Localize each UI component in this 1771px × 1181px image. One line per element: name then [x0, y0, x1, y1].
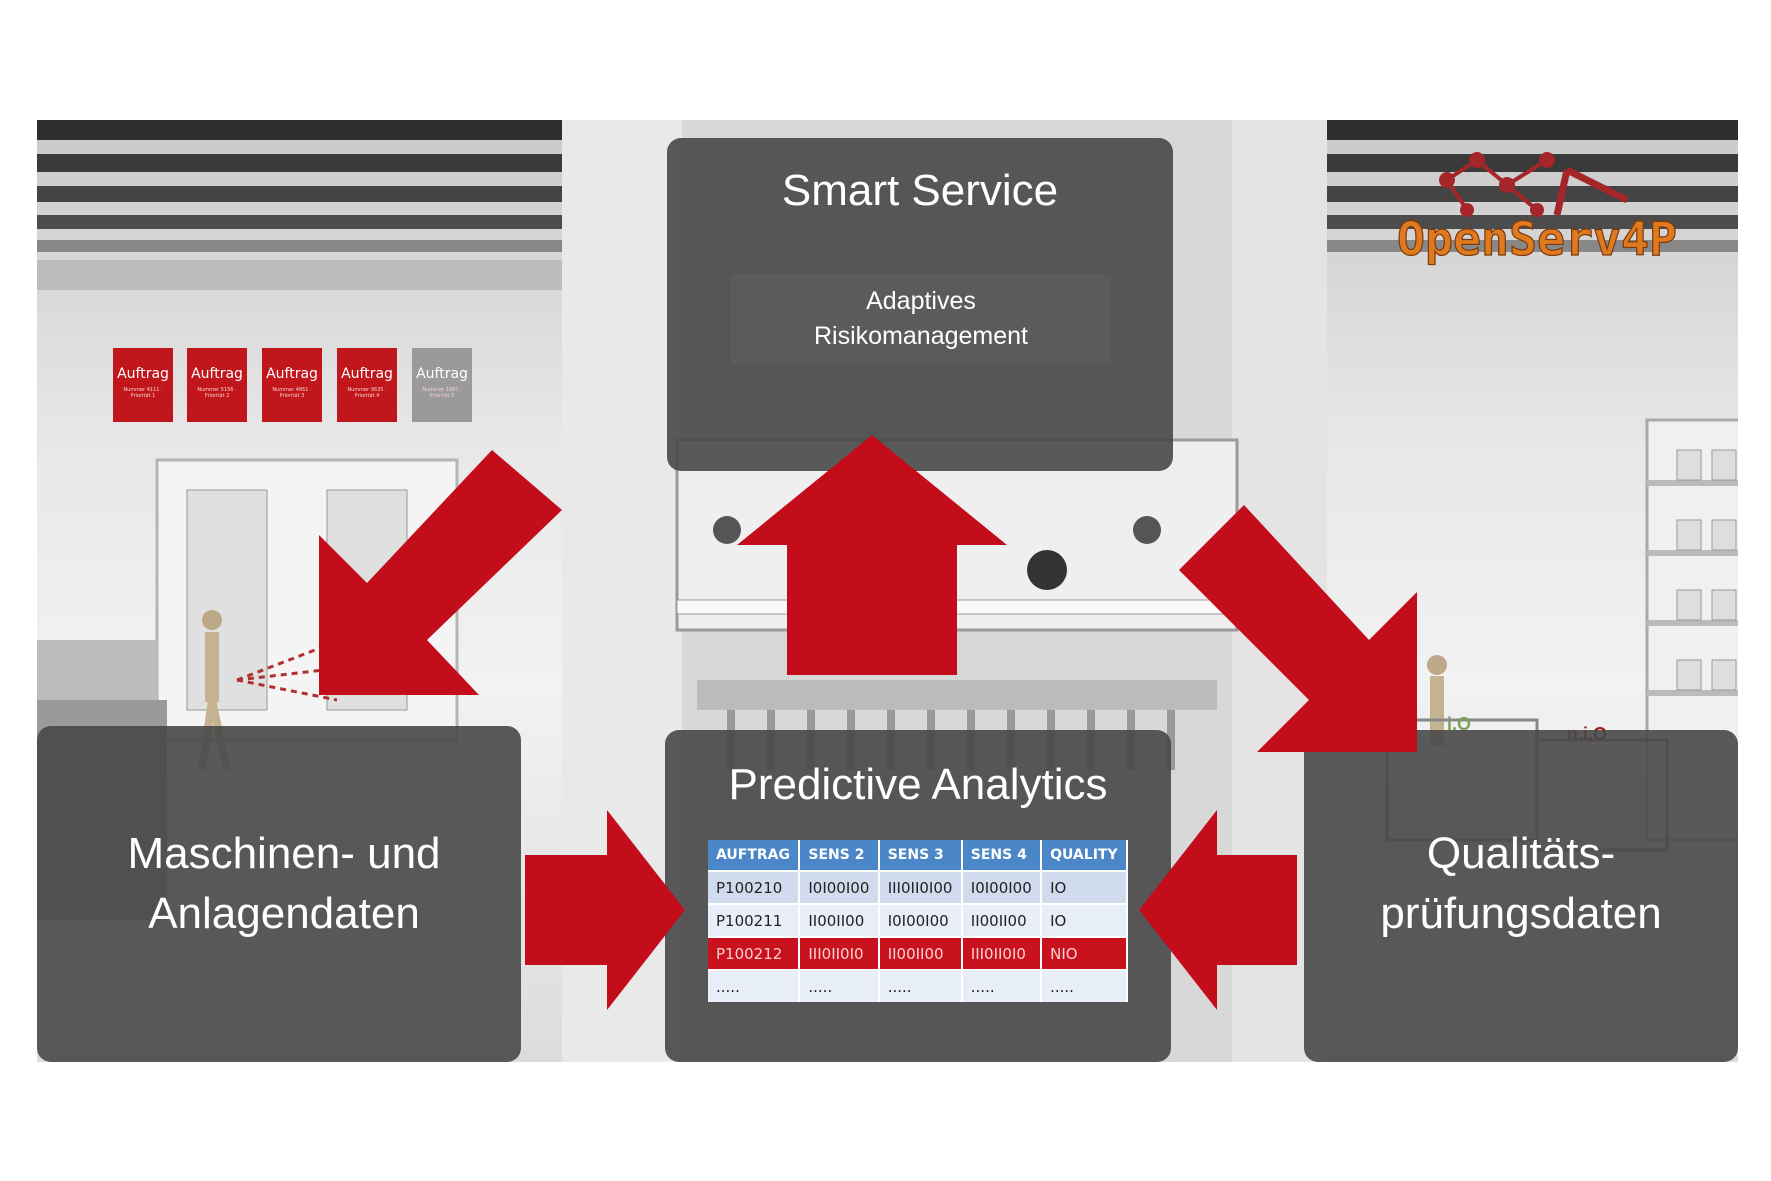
order-card-label: Auftrag: [416, 366, 468, 382]
table-cell: P100210: [708, 870, 801, 904]
column-header: SENS 4: [961, 840, 1043, 871]
predictive-analytics-title: Predictive Analytics: [728, 760, 1108, 809]
order-card-label: Auftrag: [341, 366, 393, 382]
table-cell: II00II00: [878, 936, 963, 970]
quality-data-panel: Qualitäts- prüfungsdaten: [1304, 730, 1738, 1062]
table-cell: .....: [961, 969, 1043, 1002]
table-cell: .....: [1041, 969, 1128, 1002]
order-card-5: Auftrag Nummer 1087 · Priorität 5: [412, 348, 472, 422]
column-header: QUALITY: [1041, 840, 1128, 871]
order-card-3: Auftrag Nummer 4861 · Priorität 3: [262, 348, 322, 422]
table-row: P100210 I0I00I00 III0II0I00 I0I00I00 IO: [708, 870, 1128, 904]
quality-data-title: Qualitäts- prüfungsdaten: [1380, 829, 1662, 938]
machine-data-title: Maschinen- und Anlagendaten: [127, 829, 441, 938]
order-card-detail: Nummer 1087 · Priorität 5: [422, 387, 462, 399]
machine-data-panel: Maschinen- und Anlagendaten: [37, 726, 521, 1062]
order-card-detail: Nummer 9635 · Priorität 4: [347, 387, 387, 399]
table-cell: .....: [708, 969, 801, 1002]
table-header-row: AUFTRAG SENS 2 SENS 3 SENS 4 QUALITY: [708, 840, 1128, 871]
table-cell: IO: [1041, 870, 1128, 904]
table-row: P100211 II00II00 I0I00I00 II00II00 IO: [708, 903, 1128, 937]
table-cell: I0I00I00: [961, 870, 1043, 904]
openserv4p-logo: OpenServ4P: [1396, 152, 1678, 267]
column-header: AUFTRAG: [708, 840, 801, 871]
table-cell: P100211: [708, 903, 801, 937]
table-row-nio: P100212 III0II0I0 II00II00 III0II0I0 NIO: [708, 936, 1128, 970]
table-cell: IO: [1041, 903, 1128, 937]
smart-service-title: Smart Service: [781, 166, 1059, 215]
table-cell: .....: [878, 969, 963, 1002]
table-cell: I0I00I00: [878, 903, 963, 937]
table-cell: III0II0I00: [878, 870, 963, 904]
order-card-label: Auftrag: [117, 366, 169, 382]
table-cell: P100212: [708, 936, 801, 970]
order-card-4: Auftrag Nummer 9635 · Priorität 4: [337, 348, 397, 422]
logo-text: OpenServ4P: [1397, 212, 1677, 266]
predictive-analytics-panel: Predictive Analytics AUFTRAG SENS 2 SENS…: [665, 730, 1171, 1062]
risk-management-box: Adaptives Risikomanagement: [731, 274, 1111, 364]
table-cell: I0I00I00: [799, 870, 880, 904]
table-cell: .....: [799, 969, 880, 1002]
column-header: SENS 2: [799, 840, 880, 871]
analytics-data-table: AUFTRAG SENS 2 SENS 3 SENS 4 QUALITY P10…: [708, 840, 1128, 1002]
order-card-detail: Nummer 5156 · Priorität 2: [197, 387, 237, 399]
table-cell: II00II00: [961, 903, 1043, 937]
table-row: ..... ..... ..... ..... .....: [708, 969, 1128, 1002]
column-header: SENS 3: [878, 840, 963, 871]
table-cell: II00II00: [799, 903, 880, 937]
table-cell: III0II0I0: [799, 936, 880, 970]
smart-service-subtitle: Adaptives Risikomanagement: [814, 287, 1028, 350]
table-cell: III0II0I0: [961, 936, 1043, 970]
factory-scene-background: i.O n.i.O Auftrag Nummer 4111 · Prioritä…: [37, 120, 1738, 1062]
order-card-2: Auftrag Nummer 5156 · Priorität 2: [187, 348, 247, 422]
order-card-1: Auftrag Nummer 4111 · Priorität 1: [113, 348, 173, 422]
order-card-label: Auftrag: [266, 366, 318, 382]
order-card-label: Auftrag: [191, 366, 243, 382]
order-card-detail: Nummer 4861 · Priorität 3: [272, 387, 312, 399]
smart-service-panel: Smart Service Adaptives Risikomanagement: [667, 138, 1173, 471]
order-card-detail: Nummer 4111 · Priorität 1: [123, 387, 163, 399]
io-label: i.O: [1447, 714, 1471, 734]
table-cell: NIO: [1041, 936, 1128, 970]
